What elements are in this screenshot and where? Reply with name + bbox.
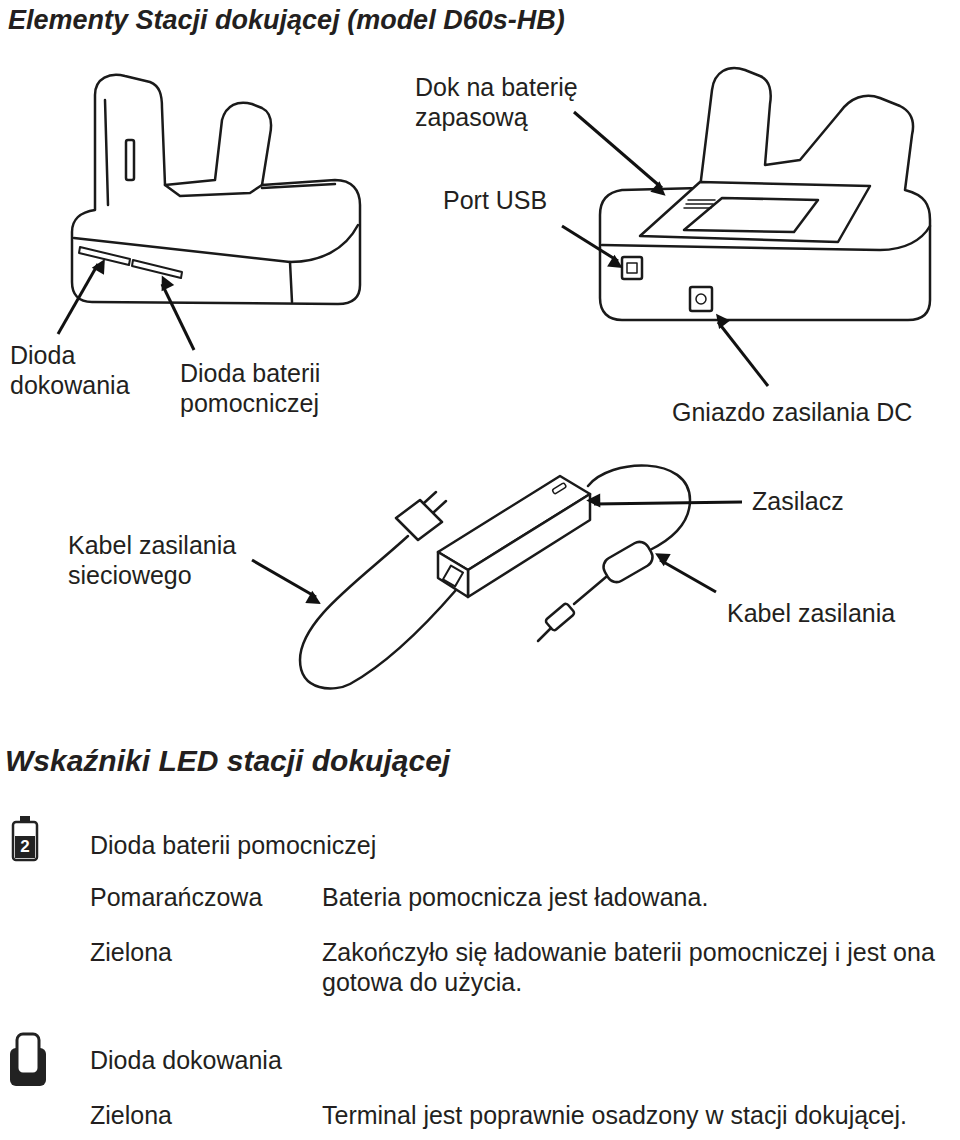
- usb-port: [622, 257, 642, 279]
- cradle-body: [72, 75, 360, 304]
- cradle-edge: [290, 262, 292, 302]
- battery-fill: [15, 836, 35, 858]
- adapter-front: [468, 494, 590, 597]
- mains-cable: [300, 536, 456, 688]
- section-heading: Wskaźniki LED stacji dokującej: [5, 743, 450, 779]
- power-supply: [300, 465, 690, 688]
- led-slit: [79, 247, 130, 265]
- adapter-side: [438, 552, 468, 597]
- battery-bay: [640, 182, 870, 242]
- usb-port-inner: [627, 263, 637, 273]
- dc-jack-hole: [696, 294, 706, 304]
- leader-arrow: [594, 502, 742, 504]
- callout-label: Dok na baterię zapasową: [415, 72, 630, 132]
- cradle-well: [165, 185, 262, 196]
- battery-body: [13, 822, 37, 860]
- battery-bay-floor: [684, 198, 818, 232]
- ferrite-core: [600, 538, 656, 586]
- led-color: Zielona: [90, 937, 172, 967]
- led-meaning: Bateria pomocnicza jest ładowana.: [322, 882, 708, 912]
- connector-slot: [126, 140, 134, 180]
- leader-arrow: [718, 322, 768, 386]
- page-title: Elementy Stacji dokującej (model D60s-HB…: [8, 4, 565, 36]
- dc-cable: [588, 465, 690, 550]
- terminal-icon: [10, 1034, 46, 1086]
- adapter-socket: [443, 566, 463, 587]
- led-meaning: Zakończyło się ładowanie baterii pomocni…: [322, 937, 947, 997]
- battery-contacts: [684, 200, 715, 208]
- battery-icon: [13, 816, 37, 860]
- terminal-shape-icon: [17, 1034, 39, 1074]
- dc-cable: [574, 577, 606, 604]
- dc-plug: [545, 603, 575, 632]
- mains-plug: [396, 500, 442, 540]
- indicator-name: Dioda dokowania: [90, 1045, 282, 1075]
- led-meaning: Terminal jest poprawnie osadzony w stacj…: [322, 1100, 907, 1130]
- left-cradle: [72, 75, 360, 304]
- cradle-edge: [105, 100, 108, 205]
- plug-prong: [424, 492, 446, 512]
- cradle-edge: [262, 184, 335, 188]
- led-slit: [132, 260, 182, 278]
- dc-plug-tip: [538, 628, 551, 641]
- leader-arrow: [562, 226, 618, 261]
- callout-label: Dioda dokowania: [10, 340, 160, 400]
- leader-lines: [58, 112, 768, 597]
- adapter-led: [552, 483, 567, 495]
- leader-arrow: [660, 560, 716, 592]
- dc-jack: [690, 287, 712, 311]
- callout-label: Kabel zasilania sieciowego: [68, 530, 258, 590]
- leader-arrow: [252, 560, 316, 597]
- right-cradle: [600, 68, 930, 320]
- callout-label: Kabel zasilania: [727, 598, 895, 628]
- leader-arrow: [574, 112, 662, 188]
- led-color: Pomarańczowa: [90, 882, 262, 912]
- leader-arrow: [58, 264, 98, 334]
- indicator-name: Dioda baterii pomocniczej: [90, 830, 376, 860]
- callout-label: Dioda baterii pomocniczej: [180, 358, 365, 418]
- leader-arrow: [162, 284, 194, 350]
- cradle-body: [600, 68, 930, 320]
- callout-label: Port USB: [443, 185, 547, 215]
- icon-number: 2: [15, 836, 35, 858]
- callout-label: Gniazdo zasilania DC: [672, 397, 912, 427]
- led-color: Zielona: [90, 1100, 172, 1130]
- callout-label: Zasilacz: [752, 486, 844, 516]
